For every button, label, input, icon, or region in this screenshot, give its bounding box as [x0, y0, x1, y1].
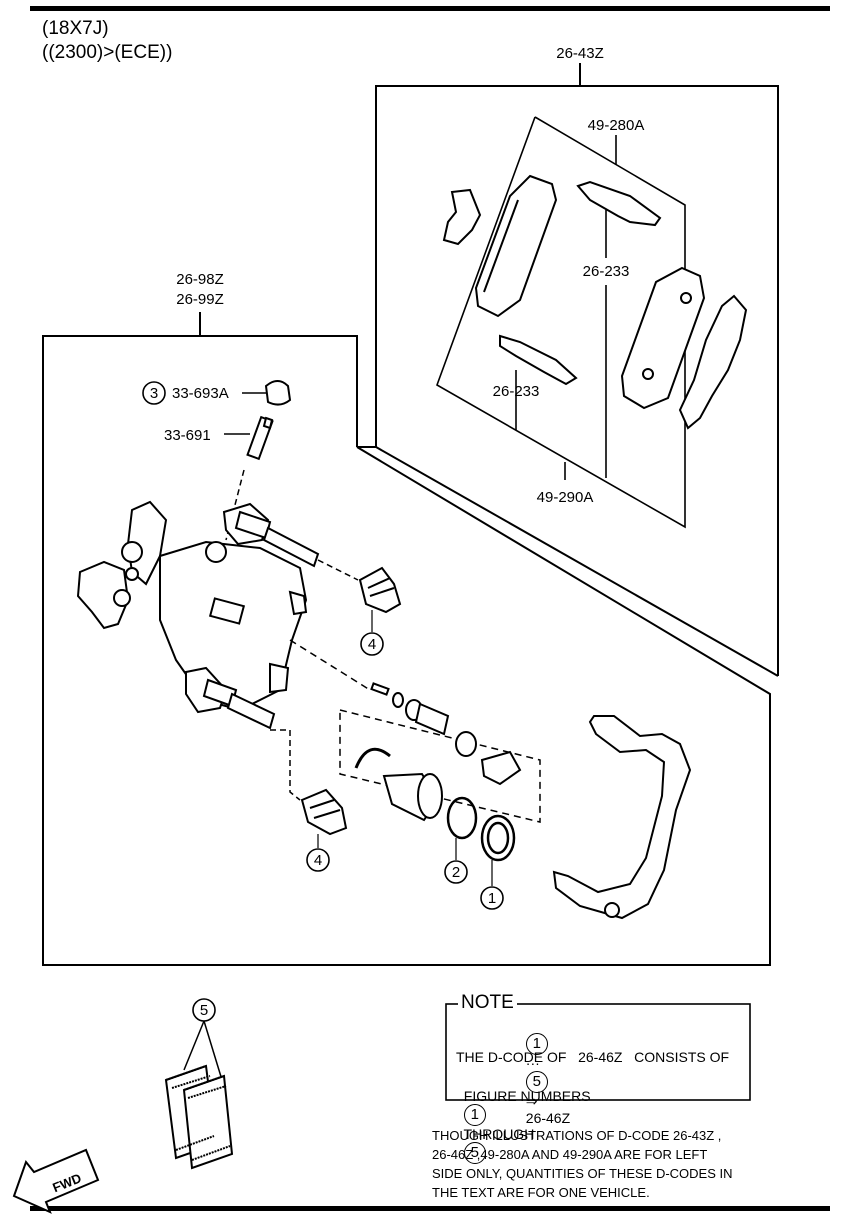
label-caliper-lh: 26-98Z: [176, 271, 224, 288]
model-code: (18X7J): [42, 18, 109, 39]
callout-circle-4-upper: [360, 632, 384, 656]
callout-circle-3: [142, 381, 166, 405]
label-cap: 33-693A: [172, 385, 229, 402]
pad-kit-outline: [357, 63, 779, 677]
callout-5: 5: [200, 1002, 208, 1019]
guide-pin-lower: [202, 678, 276, 730]
note-through: THROUGH: [463, 1126, 535, 1142]
callout-2: 2: [452, 864, 460, 881]
callout-3: 3: [150, 385, 158, 402]
fwd-arrow-icon: FWD: [12, 1148, 100, 1214]
brake-pad-outer: [474, 174, 558, 318]
note-range-dots: ···: [525, 1055, 540, 1071]
seals: [446, 796, 516, 862]
note-figure-numbers: FIGURE NUMBERS: [463, 1088, 591, 1104]
pad-clip-upper: [576, 180, 662, 227]
caliper-outline: [42, 312, 771, 966]
pad-set-outline: [436, 116, 686, 529]
callout-4-lower: 4: [314, 852, 322, 869]
note-box: [445, 1003, 751, 1101]
grease-packets: [164, 1064, 234, 1170]
inner-shim: [678, 294, 748, 430]
callout-circle-2: [444, 860, 468, 884]
brake-pads: [442, 174, 748, 430]
label-pad-set-b: 49-290A: [537, 489, 594, 506]
mounting-bracket: [552, 715, 692, 920]
callout-4-upper: 4: [368, 636, 376, 653]
bleeder-cap-shape: [264, 380, 292, 406]
pad-clip-lower: [499, 334, 578, 386]
label-clip-lower: 26-233: [493, 383, 540, 400]
label-pad-kit: 26-43Z: [556, 45, 604, 62]
label-bleeder: 33-691: [164, 427, 211, 444]
label-pad-set-a: 49-280A: [588, 117, 645, 134]
label-clip-upper: 26-233: [583, 263, 630, 280]
note-range-row: 1 ··· 5 ⇒ 26-46Z: [518, 1017, 570, 1126]
callout-circle-4-lower: [306, 848, 330, 872]
callout-1: 1: [488, 890, 496, 907]
note-line-3: FIGURE NUMBERS 1 THROUGH 5: [456, 1072, 591, 1164]
note-arrow: ⇒: [525, 1093, 538, 1109]
pin-boot-upper: [358, 566, 402, 614]
piston-parts: [354, 682, 522, 822]
callout-circle-1: [480, 886, 504, 910]
top-rule: [30, 6, 830, 11]
bleeder-screw: [246, 415, 274, 461]
note-line-2: THE D-CODE OF 26-46Z CONSISTS OF: [456, 1049, 730, 1065]
note-line3-start: 1: [463, 1104, 486, 1126]
footnote: THOUGH ILLUSTRATIONS OF D-CODE 26-43Z , …: [432, 1128, 733, 1200]
engine-code: ((2300)>(ECE)): [42, 42, 173, 63]
bottom-rule: [30, 1206, 830, 1211]
label-caliper-rh: 26-99Z: [176, 291, 224, 308]
note-title: NOTE: [458, 992, 517, 1014]
outer-shim-left: [442, 188, 482, 246]
pin-boot-lower: [300, 788, 348, 836]
note-range-code: 26-46Z: [525, 1110, 571, 1126]
guide-pin-upper: [234, 510, 320, 568]
note-line3-end: 5: [463, 1142, 486, 1164]
